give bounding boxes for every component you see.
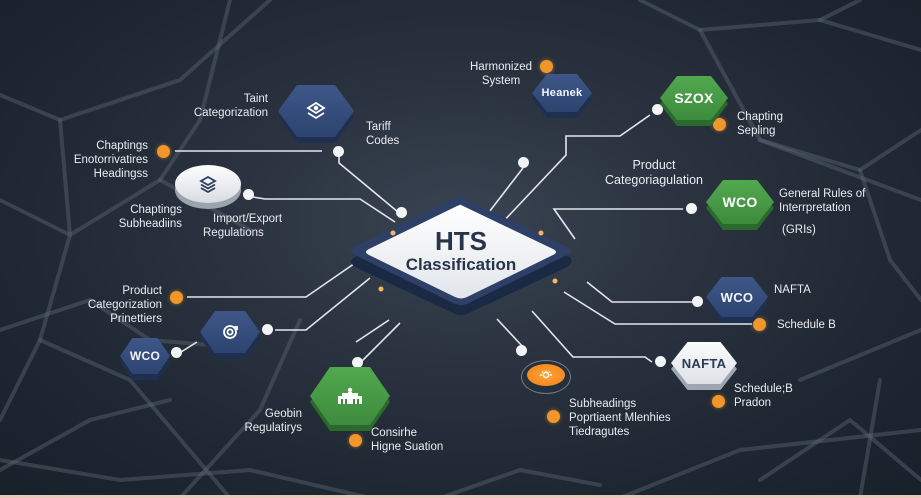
label-schedule-b: Schedule B <box>777 319 836 331</box>
link-connector <box>692 296 703 307</box>
node-szox[interactable]: SZOX <box>660 76 728 126</box>
label-gris: (GRIs) <box>782 224 816 236</box>
link-connector <box>686 203 697 214</box>
node-nafta[interactable]: NAFTA <box>671 342 737 390</box>
label-nafta: NAFTA <box>774 284 811 296</box>
center-diamond-shape <box>351 196 572 315</box>
accent-dot <box>713 118 726 131</box>
link-connector <box>262 324 273 335</box>
node-taint-categorization[interactable] <box>278 85 354 143</box>
accent-dot <box>157 145 170 158</box>
hts-classification-node[interactable]: HTS Classification <box>345 193 577 315</box>
link-connector <box>516 345 527 356</box>
node-wco-green[interactable]: WCO <box>706 180 774 230</box>
link-connector <box>171 347 182 358</box>
node-sync[interactable] <box>200 311 260 359</box>
link-connector <box>396 207 407 218</box>
node-wco-right[interactable]: WCO <box>706 277 768 323</box>
node-orange-disc[interactable] <box>521 360 571 394</box>
accent-dot <box>170 291 183 304</box>
node-wco-left[interactable]: WCO <box>120 338 170 380</box>
link-connector <box>243 189 254 200</box>
link-connector <box>352 357 363 368</box>
building-icon <box>310 367 390 425</box>
accent-dot <box>547 410 560 423</box>
sync-icon <box>200 311 260 353</box>
accent-dot <box>540 60 553 73</box>
accent-dot <box>349 434 362 447</box>
accent-dot <box>712 395 725 408</box>
center-subtitle: Classification <box>405 255 517 274</box>
link-connector <box>518 157 529 168</box>
link-connector <box>655 356 666 367</box>
bottom-edge-strip <box>0 495 921 498</box>
sun-icon <box>527 364 565 386</box>
center-title: HTS <box>435 226 487 256</box>
node-heanek[interactable]: Heanek <box>532 74 592 118</box>
node-stack[interactable] <box>175 165 241 209</box>
stack-icon <box>175 165 241 203</box>
link-connector <box>652 104 663 115</box>
accent-dot <box>753 318 766 331</box>
node-building[interactable] <box>310 367 390 431</box>
link-connector <box>333 146 344 157</box>
